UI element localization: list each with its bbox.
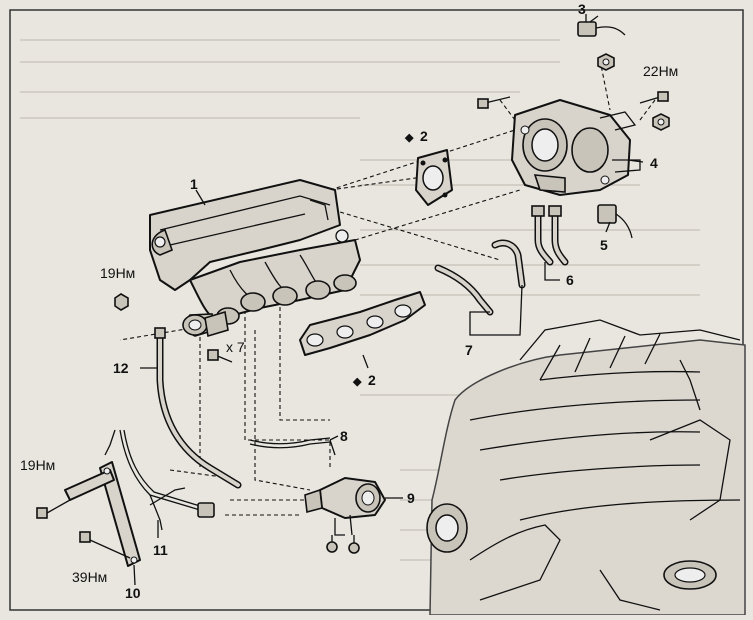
callout-2-gasket-bottom: 2 (368, 372, 376, 388)
bracket-bolt-lower (79, 531, 131, 559)
callout-4: 4 (650, 155, 658, 171)
bracket-bolt-upper (36, 499, 71, 519)
callout-7: 7 (465, 342, 473, 358)
sensor-connector-top (577, 14, 626, 37)
torque-bracket-upper: 19Нм (20, 457, 55, 473)
manifold-support-bracket (64, 461, 141, 567)
torque-bracket-lower: 39Нм (72, 569, 107, 585)
vacuum-hoses (434, 239, 526, 316)
air-control-valve (304, 477, 386, 554)
replace-marker-gasket-bottom: ◆ (352, 376, 362, 388)
callout-1: 1 (190, 176, 198, 192)
sensor-connector-right (597, 204, 633, 239)
manifold-flange-gasket (299, 291, 426, 356)
throttle-body (511, 99, 641, 196)
diagram-frame (9, 9, 744, 611)
callout-8: 8 (340, 428, 348, 444)
callout-10: 10 (125, 585, 141, 601)
manifold-sensor (182, 310, 229, 338)
coolant-hoses (531, 205, 569, 266)
bolt-quantity-label: x 7 (226, 339, 245, 355)
sensor-harness (104, 429, 215, 531)
callout-12: 12 (113, 360, 129, 376)
callout-6: 6 (566, 272, 574, 288)
throttle-body-gasket (415, 149, 453, 206)
throttle-body-nut-right (652, 113, 670, 131)
dipstick-guide-tube (154, 327, 242, 489)
engine-block-illustration (426, 319, 746, 616)
callout-9: 9 (407, 490, 415, 506)
manifold-bolt-set (207, 349, 233, 363)
wire-harness (249, 437, 336, 456)
throttle-body-bolt-left (477, 96, 511, 109)
throttle-body-nut-upper (597, 53, 615, 71)
intake-manifold (149, 179, 361, 337)
torque-throttle-body: 22Нм (643, 63, 678, 79)
callout-3: 3 (578, 1, 586, 17)
callout-5: 5 (600, 237, 608, 253)
replace-marker-gasket-top: ◆ (404, 132, 414, 144)
torque-manifold-nut: 19Нм (100, 265, 135, 281)
callout-2-gasket-top: 2 (420, 128, 428, 144)
manifold-stud-nut (114, 293, 129, 311)
callout-11: 11 (153, 542, 168, 558)
throttle-body-bolt-right (639, 91, 669, 104)
callout-leader-lines (133, 15, 644, 586)
